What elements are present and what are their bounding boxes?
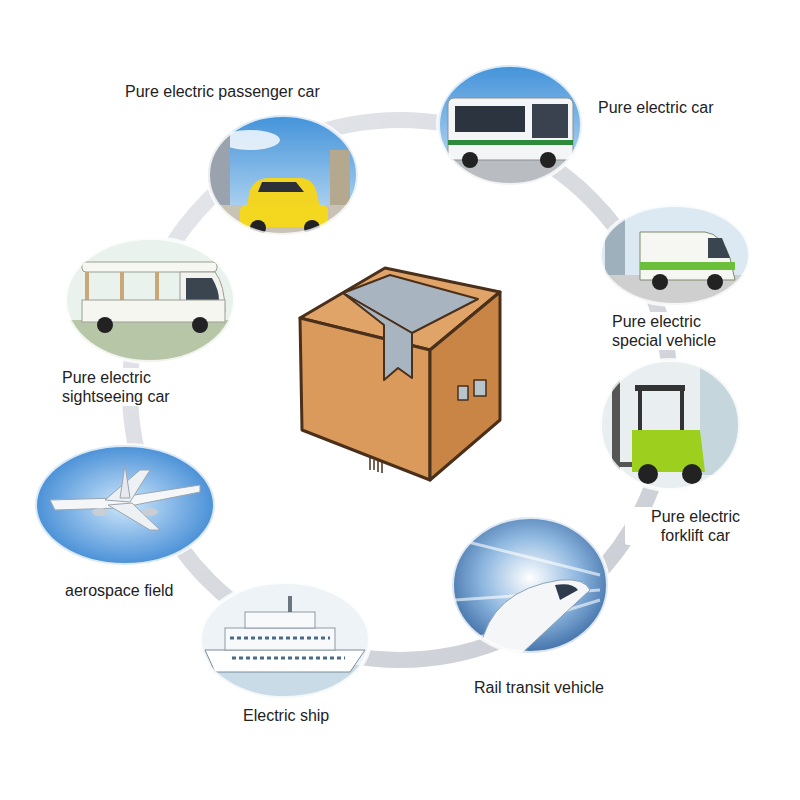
- vehicle-label: Electric ship: [240, 706, 332, 725]
- vehicle-label: Rail transit vehicle: [471, 678, 607, 697]
- vehicle-label: Pure electric passenger car: [122, 82, 323, 101]
- vehicle-label: Pure electric sightseeing car: [59, 368, 215, 406]
- vehicle-label: Pure electric forklift car: [625, 507, 766, 545]
- vehicle-label: aerospace field: [62, 581, 177, 600]
- vehicle-label: Pure electric car: [595, 98, 717, 117]
- vehicle-label: Pure electric special vehicle: [609, 312, 755, 350]
